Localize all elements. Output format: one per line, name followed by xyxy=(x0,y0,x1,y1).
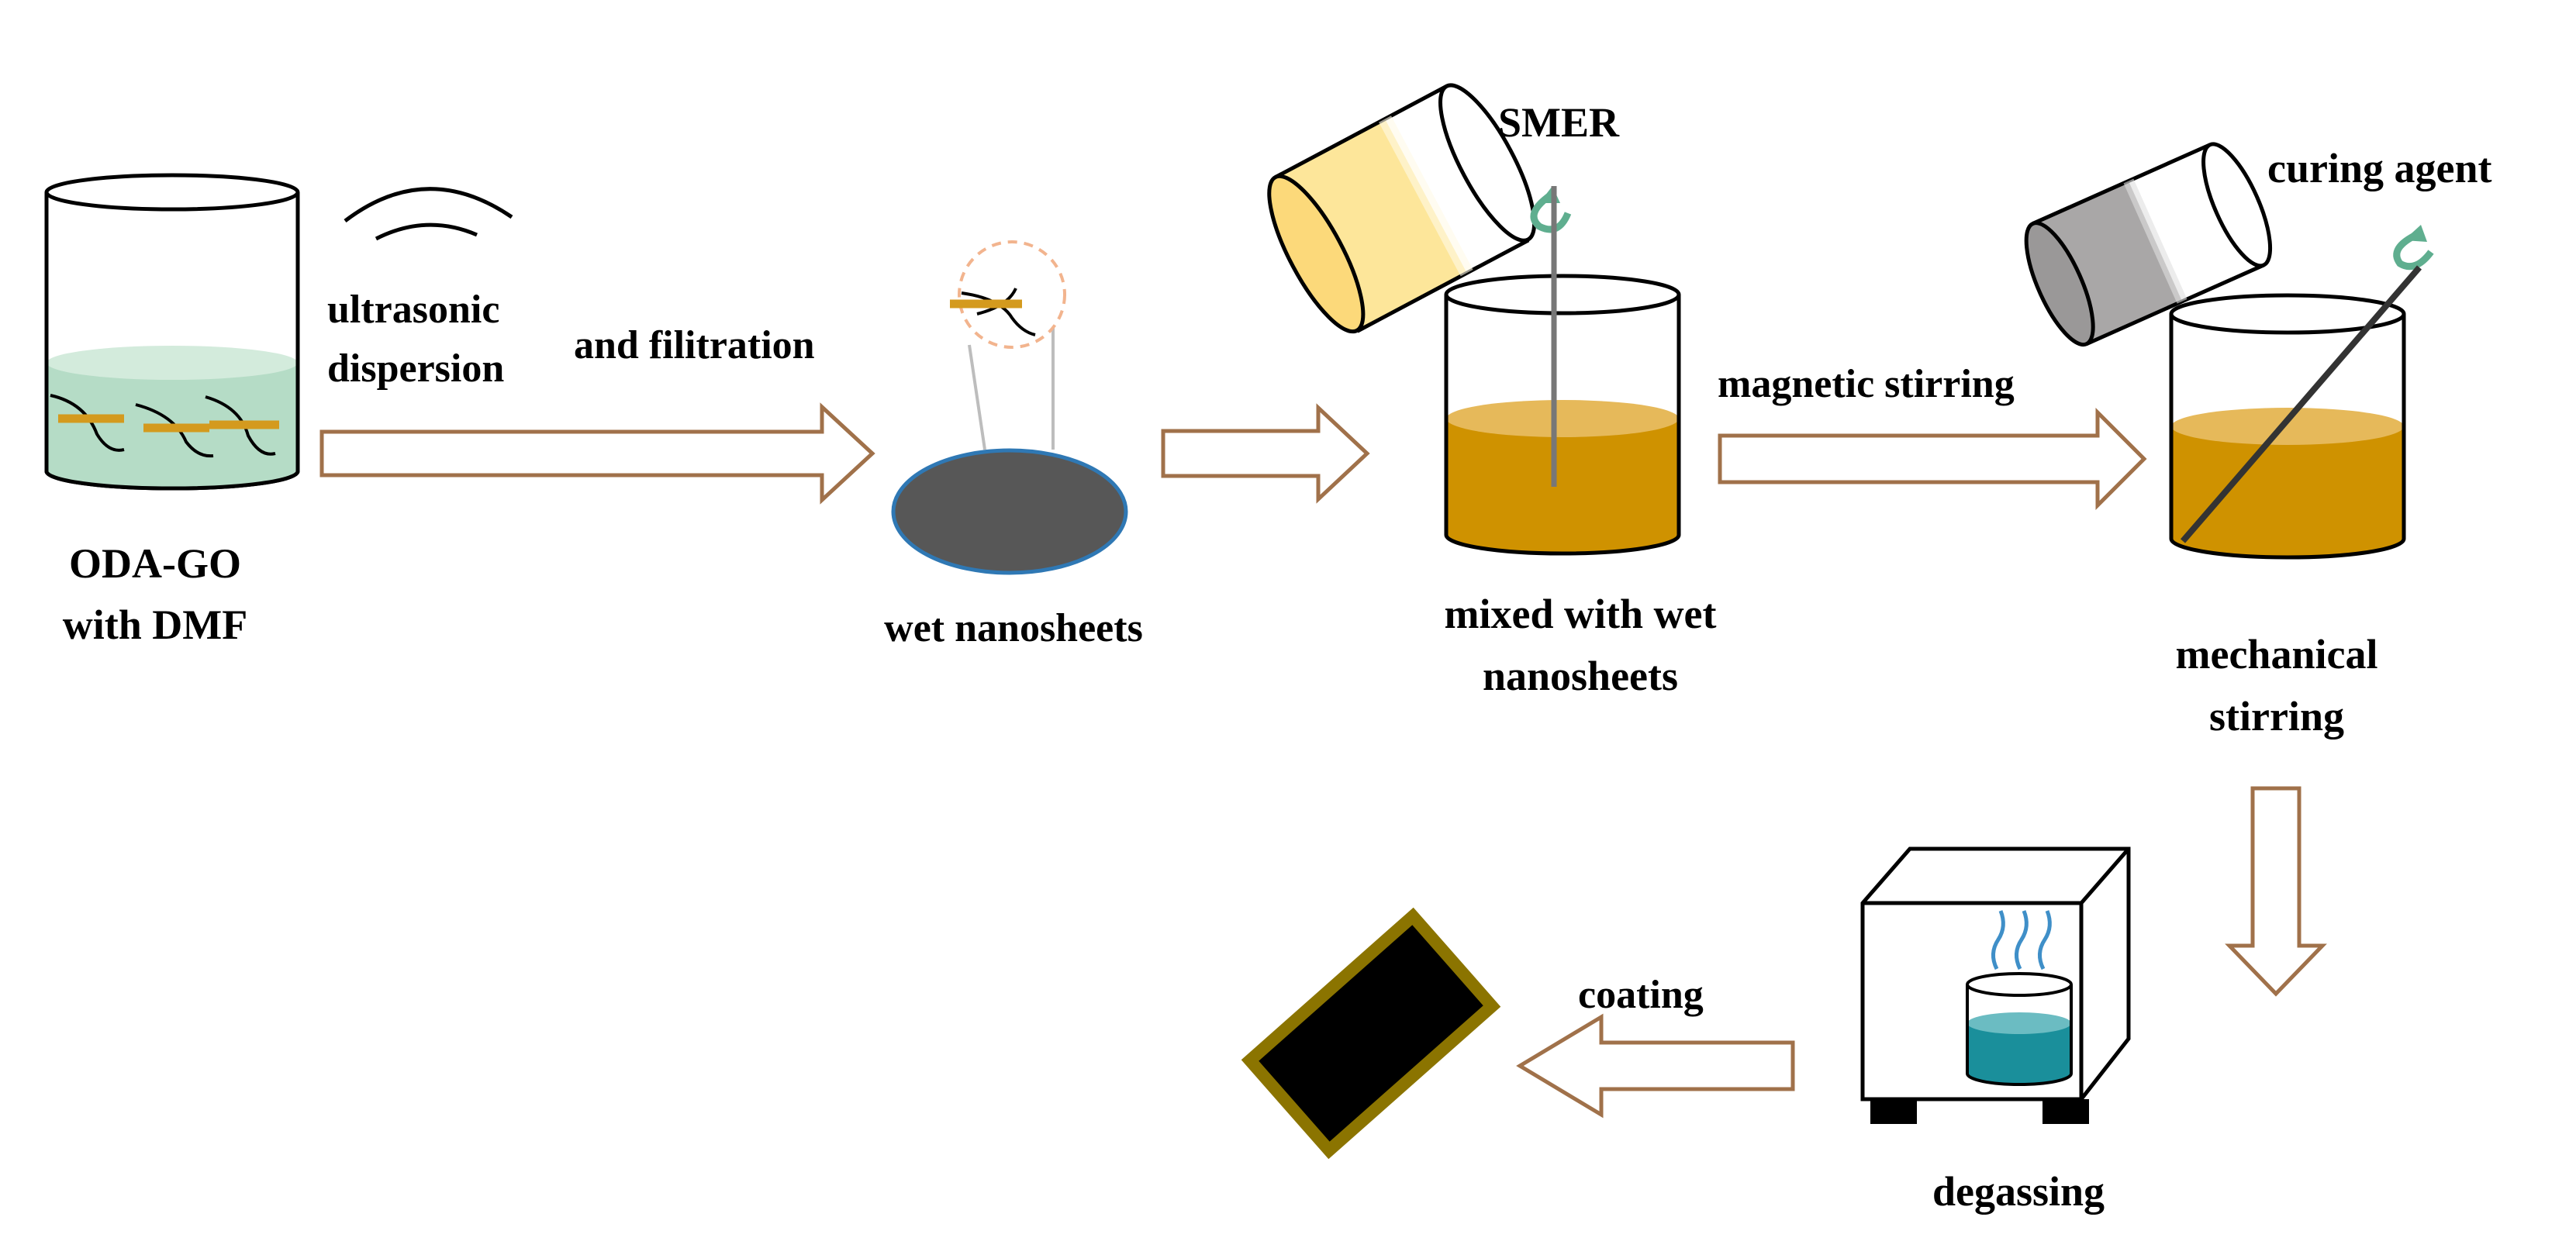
mixed-with-wet-label: mixed with wet xyxy=(1445,591,1717,637)
rotation-arrow-icon-2 xyxy=(2393,225,2434,271)
oda-go-beaker xyxy=(44,173,300,491)
degassing-label: degassing xyxy=(1932,1168,2105,1215)
flow-arrow-1 xyxy=(319,402,875,505)
ultrasonic-label: ultrasonic xyxy=(327,288,499,332)
coating-sample xyxy=(1241,907,1501,1160)
vapor-icon xyxy=(1991,910,2052,970)
smer-label: SMER xyxy=(1498,99,1620,146)
mechanical-label: mechanical xyxy=(2176,631,2378,677)
and-filitration-label: and filitration xyxy=(574,323,815,367)
ultrasonic-wave-icon xyxy=(344,187,513,241)
curing-agent-bottle xyxy=(2024,142,2273,347)
with-dmf-label: with DMF xyxy=(63,602,247,648)
curing-agent-label: curing agent xyxy=(2267,145,2492,191)
flow-arrow-3 xyxy=(1718,407,2147,511)
dispersion-label: dispersion xyxy=(327,346,504,391)
stirring-label: stirring xyxy=(2209,693,2344,739)
filter-disk xyxy=(891,240,1128,575)
rotation-arrow-icon-1 xyxy=(1530,186,1572,233)
vacuum-oven xyxy=(1860,846,2131,1124)
wet-nanosheets-label: wet nanosheets xyxy=(884,606,1143,650)
flow-arrow-4 xyxy=(2225,786,2327,997)
nanosheet-particles xyxy=(50,394,279,458)
flow-arrow-5 xyxy=(1516,1013,1795,1119)
coating-label: coating xyxy=(1578,973,1704,1017)
nanosheets-label: nanosheets xyxy=(1483,653,1678,699)
flow-arrow-2 xyxy=(1161,403,1370,504)
smer-bottle xyxy=(1267,83,1537,334)
oda-go-label: ODA-GO xyxy=(69,540,241,587)
magnetic-stirring-label: magnetic stirring xyxy=(1718,362,2015,406)
mechanical-beaker xyxy=(2169,265,2422,560)
resin-beaker xyxy=(1444,186,1681,556)
